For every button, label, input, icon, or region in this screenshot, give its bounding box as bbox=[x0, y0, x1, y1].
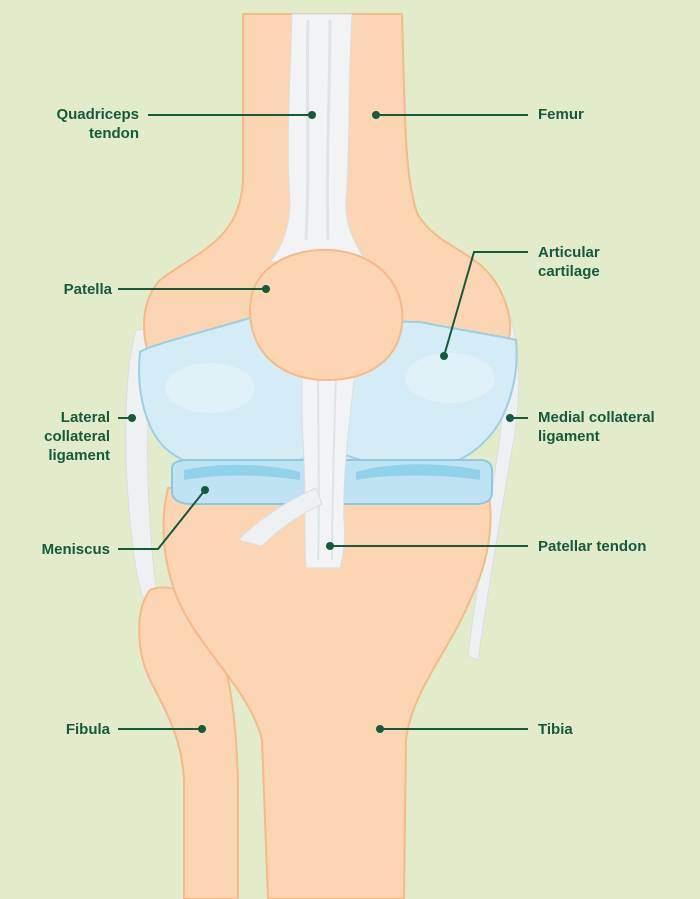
label-fibula: Fibula bbox=[65, 721, 110, 738]
label-femur: Femur bbox=[538, 106, 584, 123]
femur-dot bbox=[372, 111, 380, 119]
label-lateral-collateral-ligament: Lateral collateral ligament bbox=[44, 409, 110, 464]
quadriceps-tendon-dot bbox=[308, 111, 316, 119]
label-articular-cartilage: Articular cartilage bbox=[538, 244, 600, 280]
label-medial-collateral-ligament: Medial collateral ligament bbox=[538, 409, 655, 445]
meniscus-dot bbox=[201, 486, 209, 494]
patella bbox=[248, 248, 404, 382]
tibia bbox=[162, 486, 492, 899]
label-tibia: Tibia bbox=[538, 721, 573, 738]
lateral-collateral-ligament-dot bbox=[128, 414, 136, 422]
patella-dot bbox=[262, 285, 270, 293]
tibia-dot bbox=[376, 725, 384, 733]
label-patellar-tendon: Patellar tendon bbox=[538, 538, 647, 555]
patellar-tendon-dot bbox=[326, 542, 334, 550]
articular-cartilage-dot bbox=[440, 352, 448, 360]
label-quadriceps-tendon: Quadriceps tendon bbox=[56, 106, 139, 142]
fibula-dot bbox=[198, 725, 206, 733]
label-meniscus: Meniscus bbox=[41, 541, 110, 558]
patellar-tendon bbox=[301, 359, 357, 569]
label-patella: Patella bbox=[63, 281, 112, 298]
medial-collateral-ligament-dot bbox=[506, 414, 514, 422]
